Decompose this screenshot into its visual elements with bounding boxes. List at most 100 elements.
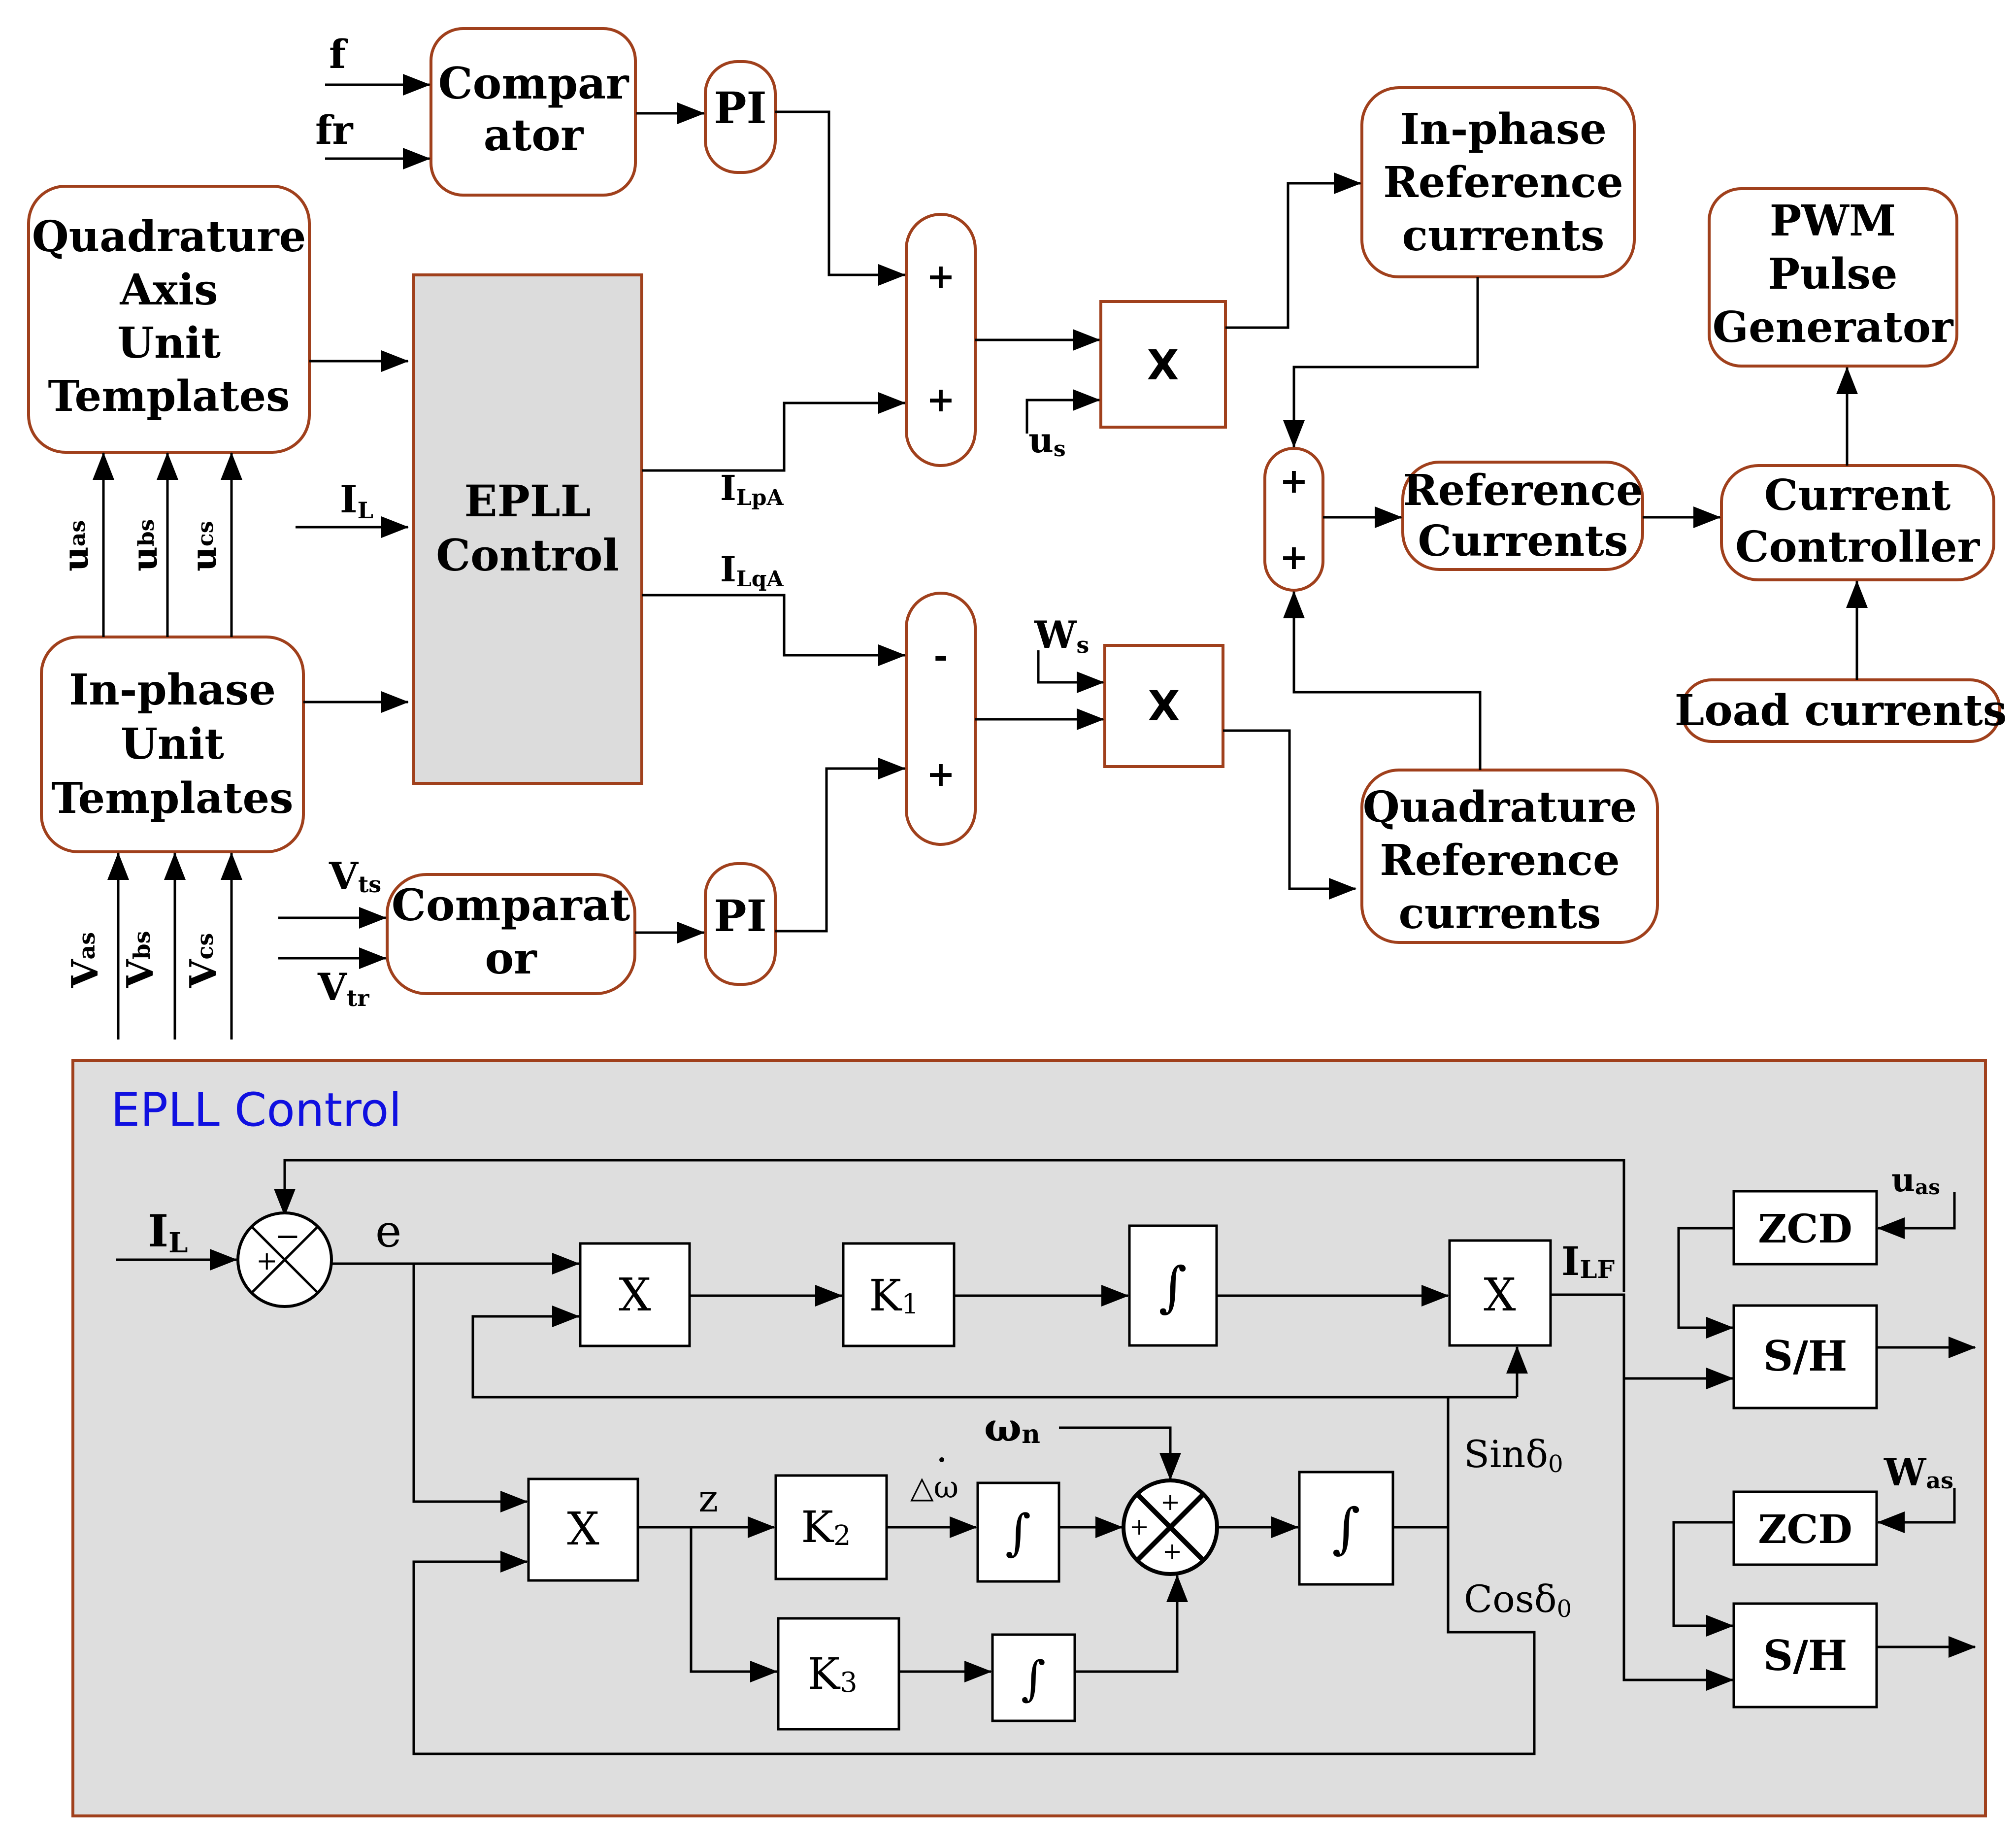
quad-templates-line3: Unit (117, 318, 221, 368)
epll-multiplier-3: X (567, 1503, 599, 1555)
pwm-pulse-generator-block: PWM Pulse Generator (1708, 187, 1958, 368)
pwm-line1: PWM (1770, 196, 1896, 246)
epll-block-line2: Control (436, 530, 619, 581)
epll-k1: K1 (869, 1270, 919, 1321)
comparator-top-line1: Compar (438, 58, 629, 109)
reference-currents-block: Reference Currents (1401, 461, 1644, 571)
epll-input-il: IL (148, 1205, 188, 1259)
signal-ubs: ubs (124, 519, 165, 571)
quad-ref-line2: Reference (1380, 836, 1620, 885)
summer-minus-sign: − (275, 1218, 300, 1254)
inphase-ref-line1: In-phase (1400, 104, 1607, 154)
epll-detail-panel: EPLL Control + − IL e X K1 ∫ (71, 1059, 1987, 1817)
summer-top: + + (905, 213, 977, 467)
signal-uas-epll: uas (1891, 1161, 1940, 1199)
pi-top-block: PI (704, 60, 777, 174)
summer-right-plus1: + (1280, 460, 1309, 501)
summer-right: + + (1263, 447, 1324, 592)
signal-il: IL (340, 477, 373, 524)
signal-vbs: Vbs (119, 931, 162, 988)
inphase-templates-line3: Templates (51, 773, 293, 823)
epll-control-block: EPLL Control (412, 273, 643, 785)
comparator-bottom-block: Comparat or (386, 873, 636, 995)
summer2-plus-left: + (1129, 1513, 1149, 1541)
signal-ucs: ucs (183, 521, 224, 571)
inphase-templates-line1: In-phase (69, 665, 276, 715)
epll-multiplier-1: X (619, 1269, 651, 1321)
epll-frequency-summer: + + + (1122, 1478, 1219, 1576)
summer-plus-sign: + (256, 1246, 278, 1276)
signal-sin-delta: Sinδ0 (1464, 1432, 1563, 1478)
zcd-bottom: ZCD (1758, 1506, 1852, 1552)
inphase-reference-currents-block: In-phase Reference currents (1360, 86, 1636, 278)
pwm-line3: Generator (1713, 302, 1954, 352)
quad-ref-line1: Quadrature (1363, 782, 1637, 832)
signal-was-epll: Was (1884, 1450, 1953, 1494)
load-currents-label: Load currents (1675, 686, 2007, 736)
inphase-unit-templates-block: In-phase Unit Templates (40, 636, 305, 853)
summer2-plus-bottom: + (1162, 1538, 1182, 1565)
signal-vcs: Vcs (182, 933, 225, 988)
current-controller-line1: Current (1764, 470, 1951, 520)
current-controller-line2: Controller (1735, 522, 1981, 572)
comparator-top-line2: ator (484, 109, 584, 161)
inphase-templates-line2: Unit (121, 719, 224, 769)
signal-fr: fr (315, 107, 353, 153)
quad-templates-line2: Axis (119, 265, 218, 315)
summer-bottom-plus: + (926, 753, 956, 794)
summer-top-plus2: + (926, 379, 956, 420)
signal-vtr: Vtr (317, 965, 369, 1011)
current-controller-block: Current Controller (1720, 464, 1995, 581)
epll-integrator-2b: ∫ (1021, 1651, 1046, 1706)
epll-integrator-1: ∫ (1158, 1255, 1187, 1318)
summer2-plus-top: + (1160, 1488, 1180, 1516)
summer-bottom: - + (905, 592, 977, 846)
signal-ilqa: ILqA (720, 549, 784, 592)
quad-ref-line3: currents (1399, 889, 1601, 939)
signal-delta-omega: △ω (910, 1469, 958, 1505)
pwm-line2: Pulse (1768, 249, 1898, 299)
signal-vts: Vts (329, 854, 381, 898)
zcd-top: ZCD (1758, 1206, 1852, 1252)
summer-right-plus2: + (1280, 537, 1309, 577)
signal-omega-n: ωn (984, 1404, 1040, 1450)
epll-error-summer: + − (236, 1211, 333, 1308)
pi-bottom-block: PI (704, 862, 777, 986)
epll-integrator-3: ∫ (1332, 1497, 1360, 1560)
quad-templates-line1: Quadrature (32, 212, 306, 262)
epll-k3: K3 (807, 1648, 857, 1699)
signal-uas: uas (55, 520, 96, 571)
load-currents-block: Load currents (1675, 678, 2007, 743)
inphase-ref-line2: Reference (1383, 158, 1623, 207)
multiplier-bottom-label: X (1148, 682, 1180, 730)
signal-vas: Vas (64, 932, 106, 988)
quadrature-reference-currents-block: Quadrature Reference currents (1360, 769, 1659, 944)
reference-currents-line1: Reference (1403, 466, 1643, 515)
reference-currents-line2: Currents (1418, 516, 1628, 566)
sample-hold-top: S/H (1763, 1332, 1848, 1380)
signal-us: us (1028, 420, 1066, 462)
comparator-top-block: Compar ator (430, 27, 637, 197)
quadrature-unit-templates-block: Quadrature Axis Unit Templates (27, 185, 311, 454)
comparator-bottom-line2: or (485, 933, 537, 984)
signal-ilf: ILF (1561, 1238, 1615, 1284)
signal-z: z (698, 1476, 718, 1520)
pi-bottom-label: PI (714, 890, 766, 941)
summer-bottom-minus: - (933, 635, 948, 676)
comparator-bottom-line1: Comparat (392, 879, 630, 931)
signal-ilpa: ILpA (720, 468, 784, 510)
dot-marker (939, 1457, 944, 1462)
signal-e: e (375, 1206, 401, 1257)
multiplier-bottom: X (1103, 644, 1224, 768)
epll-multiplier-2: X (1484, 1269, 1516, 1321)
summer-top-plus1: + (926, 256, 956, 297)
epll-block-line1: EPLL (464, 475, 591, 527)
signal-f: f (329, 31, 348, 77)
multiplier-top-label: X (1147, 341, 1179, 389)
upper-connections (93, 74, 1868, 1040)
multiplier-top: X (1099, 300, 1227, 429)
signal-cos-delta: Cosδ0 (1464, 1577, 1572, 1623)
epll-integrator-2: ∫ (1005, 1504, 1031, 1561)
sample-hold-bottom: S/H (1763, 1631, 1848, 1680)
